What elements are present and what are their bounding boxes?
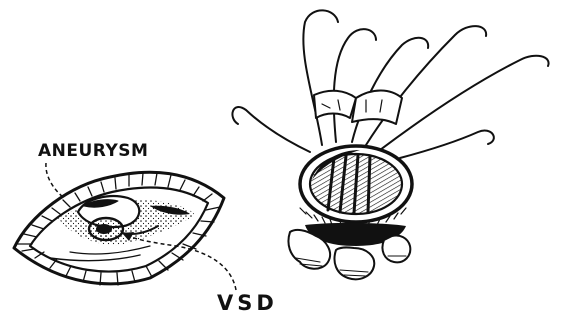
trabeculae-2 [70,246,150,254]
aneurysm-leader [46,163,64,198]
vsd-rim [96,224,112,234]
stay-sutures [232,10,548,158]
trabeculae [50,255,140,261]
vsd-label: VSD [217,291,278,315]
heart-incision-view [14,172,224,285]
vsd-leader [128,236,236,290]
suture-cuffs [314,91,402,125]
aneurysm-label: ANEURYSM [38,141,148,161]
valve-repair-view [232,10,548,279]
